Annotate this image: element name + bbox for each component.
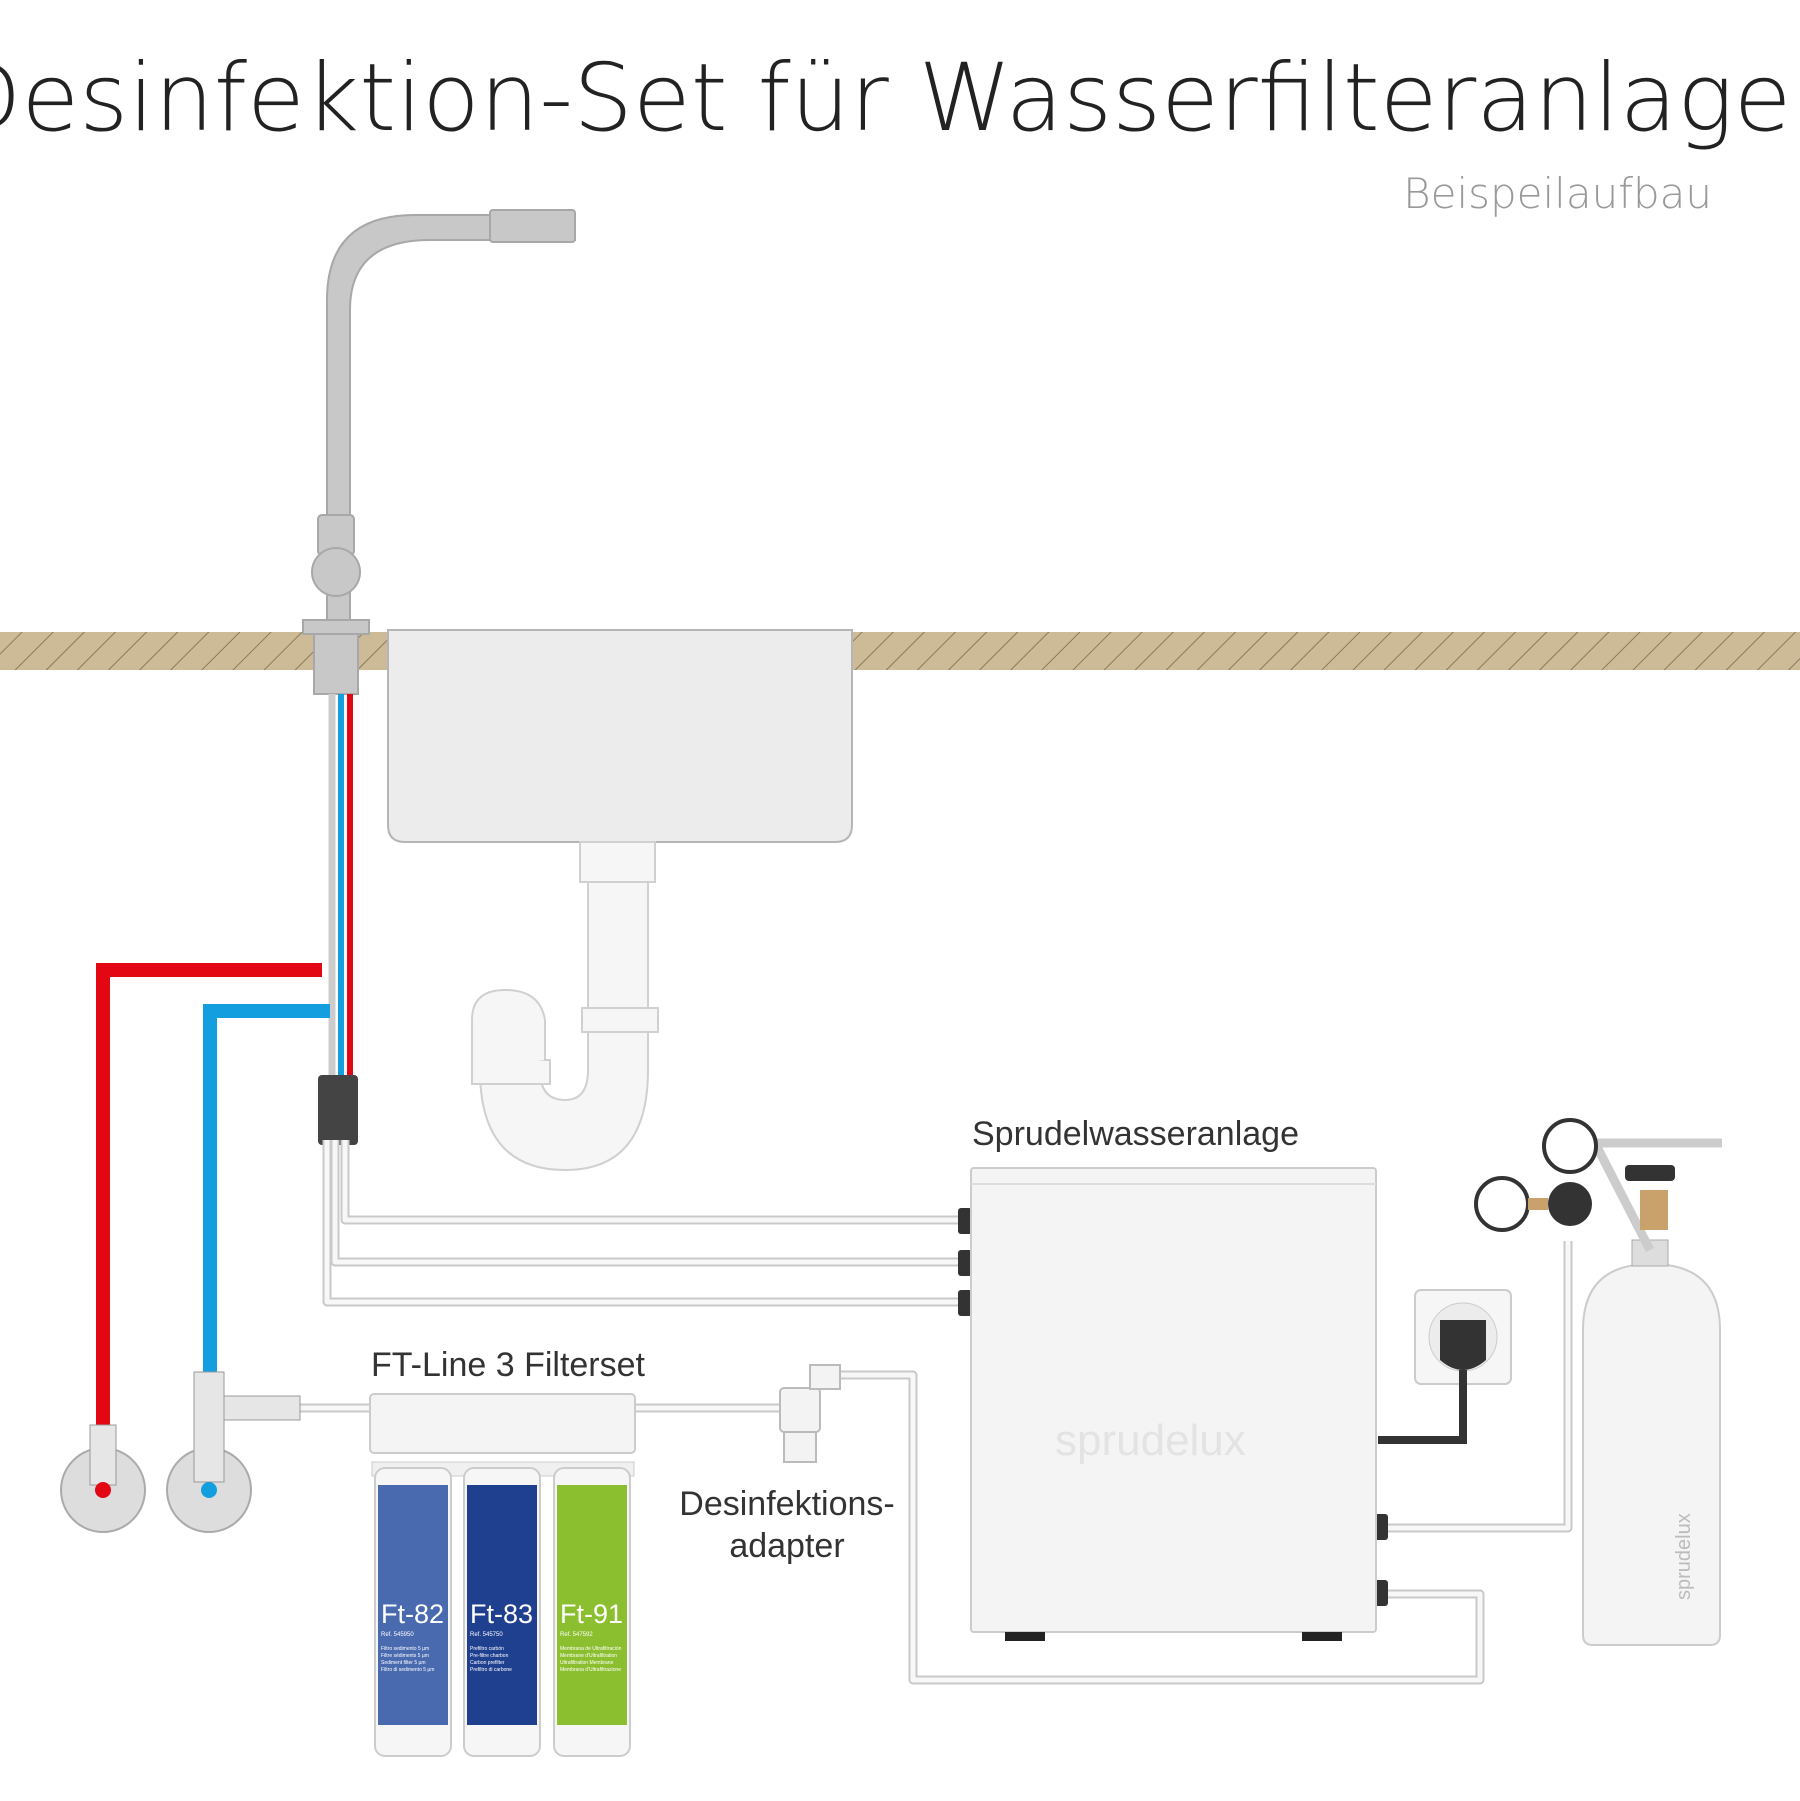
cartridge-desc: Membrane d'Ultrafiltration [560, 1653, 617, 1659]
cartridge-desc: Membrana de Ultrafiltración [560, 1646, 622, 1652]
cartridge-desc: Prefiltro carbón [470, 1646, 504, 1652]
cartridge-desc: Prefiltro di carbone [470, 1667, 512, 1673]
adapter-label-line2: adapter [729, 1527, 844, 1565]
cylinder-brand: sprudelux [1673, 1513, 1695, 1600]
page-subtitle: Beispeilaufbau [1403, 169, 1712, 218]
sink-basin [387, 629, 853, 843]
cold-water-valve [166, 1371, 301, 1533]
co2-cylinder: sprudelux [1582, 1138, 1722, 1646]
cartridge-name: Ft-83 [470, 1599, 533, 1629]
cartridge-desc: Filtre sédiments 5 µm [381, 1653, 429, 1659]
drain-trap [471, 841, 659, 1172]
cartridge-desc: Carbon prefilter [470, 1660, 505, 1666]
cartridge-desc: Membrana d'Ultrafiltrazione [560, 1667, 621, 1673]
unit-tubes [235, 1140, 1573, 1685]
page-title: Desinfektion-Set für Wasserfilteranlagen [0, 44, 1800, 153]
pressure-regulator [1474, 1118, 1675, 1232]
cartridge-name: Ft-82 [381, 1599, 444, 1629]
cartridge-label [557, 1485, 627, 1725]
countertop [0, 632, 1800, 670]
unit-label: Sprudelwasseranlage [972, 1115, 1299, 1153]
supply-lines [96, 694, 358, 1430]
power-socket [1378, 1289, 1512, 1444]
cartridge-ref: Ref. 545950 [381, 1632, 414, 1638]
cartridge-label [378, 1485, 448, 1725]
filterset-label: FT-Line 3 Filterset [371, 1346, 646, 1384]
cartridge-name: Ft-91 [560, 1599, 623, 1629]
cartridge-label [467, 1485, 537, 1725]
brand-logo: sprudelux [1055, 1416, 1246, 1465]
cartridge-desc: Filtro di sedimento 5 µm [381, 1667, 434, 1673]
sparkling-water-unit: sprudelux [970, 1167, 1377, 1641]
cartridge-desc: Filtro sedimento 5 µm [381, 1646, 429, 1652]
cartridge-ref: Ref. 547592 [560, 1632, 593, 1638]
filter-set [369, 1393, 636, 1477]
cartridge-desc: Pre-filtre charbon [470, 1653, 509, 1659]
disinfection-adapter [779, 1364, 841, 1463]
cartridge-ref: Ref. 545750 [470, 1632, 503, 1638]
adapter-label-line1: Desinfektions- [679, 1485, 894, 1523]
cartridge-desc: Sediment filter 5 µm [381, 1660, 426, 1666]
faucet [302, 209, 576, 695]
cartridge-desc: Ultrafiltration Membrane [560, 1660, 614, 1666]
hot-water-valve [60, 1424, 146, 1533]
